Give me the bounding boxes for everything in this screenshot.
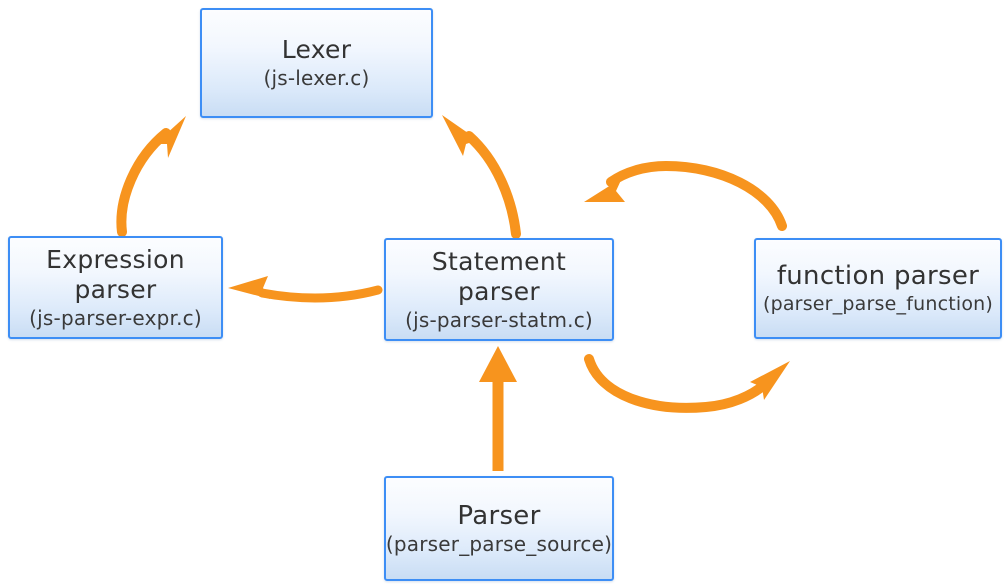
node-lexer[interactable]: Lexer (js-lexer.c) <box>200 8 433 118</box>
node-expression-parser-subtitle: (js-parser-expr.c) <box>29 305 202 330</box>
edge-statement-to-expression <box>228 276 383 303</box>
node-statement-parser[interactable]: Statement parser (js-parser-statm.c) <box>384 238 614 341</box>
arrowhead <box>442 115 478 156</box>
arrowhead <box>584 178 625 202</box>
arrowhead <box>228 276 270 299</box>
arrowhead <box>479 346 517 382</box>
node-parser-subtitle: (parser_parse_source) <box>385 531 613 556</box>
node-parser-title: Parser <box>457 500 541 531</box>
node-expression-parser-title: Expression parser <box>46 244 185 304</box>
edge-expression-to-lexer <box>116 116 186 237</box>
node-parser[interactable]: Parser (parser_parse_source) <box>384 476 614 581</box>
node-lexer-title: Lexer <box>281 35 352 64</box>
node-function-parser[interactable]: function parser (parser_parse_function) <box>754 238 1002 339</box>
edge-function-to-statement <box>584 160 787 231</box>
edge-parser-to-statement <box>479 346 517 471</box>
edge-statement-to-function <box>584 354 790 413</box>
node-function-parser-subtitle: (parser_parse_function) <box>762 292 994 315</box>
node-statement-parser-title: Statement parser <box>431 246 567 306</box>
node-function-parser-title: function parser <box>776 260 980 291</box>
edge-statement-to-lexer <box>442 115 521 239</box>
arrowhead <box>750 361 790 400</box>
node-expression-parser[interactable]: Expression parser (js-parser-expr.c) <box>8 236 223 339</box>
arrowhead <box>155 116 186 158</box>
node-lexer-subtitle: (js-lexer.c) <box>263 66 370 90</box>
node-statement-parser-subtitle: (js-parser-statm.c) <box>405 307 593 332</box>
